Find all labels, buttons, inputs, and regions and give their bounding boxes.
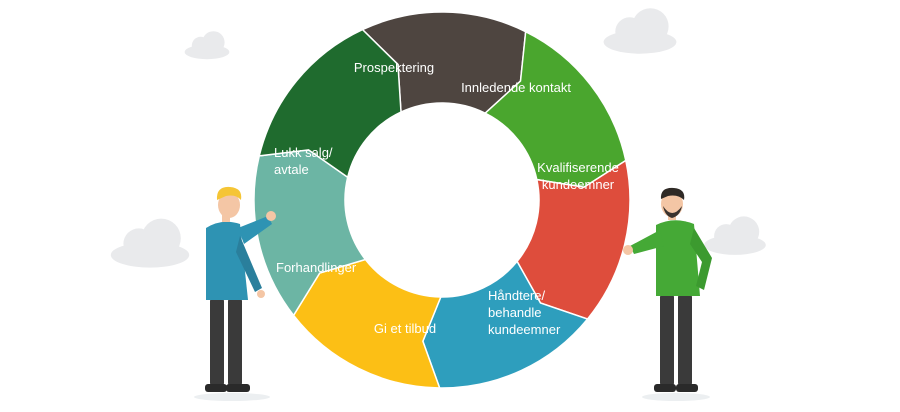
- cloud-top-right: [603, 8, 677, 54]
- background-clouds: [110, 8, 766, 268]
- person-left: [194, 186, 276, 401]
- segment-label-line: avtale: [274, 162, 309, 177]
- segment-label-line: Gi et tilbud: [374, 321, 436, 336]
- segment-label-line: Forhandlinger: [276, 260, 357, 275]
- segment-label-3: Kvalifiserende kundeemner: [537, 160, 619, 192]
- cloud-top-left: [184, 31, 230, 60]
- segment-label-5: Gi et tilbud: [374, 321, 436, 336]
- segment-label-6: Forhandlinger: [276, 260, 357, 275]
- segment-label-1: Prospektering: [354, 60, 434, 75]
- sales-cycle-ring: [253, 11, 631, 389]
- segment-label-line: behandle: [488, 305, 542, 320]
- person-right: [623, 187, 712, 401]
- cloud-bottom-left: [110, 218, 190, 268]
- segment-label-line: kundeemner: [542, 177, 615, 192]
- segment-label-4: Håndtere/behandle kundeemner: [488, 288, 561, 337]
- cloud-bottom-right: [704, 216, 766, 255]
- segment-label-line: Lukk salg/: [274, 145, 333, 160]
- segment-label-line: Kvalifiserende: [537, 160, 619, 175]
- segment-label-line: kundeemner: [488, 322, 561, 337]
- segment-label-2: Innledende kontakt: [461, 80, 571, 95]
- segment-label-line: Håndtere/: [488, 288, 545, 303]
- segment-label-7: Lukk salg/avtale: [274, 145, 333, 177]
- segment-label-line: Prospektering: [354, 60, 434, 75]
- segment-label-line: Innledende kontakt: [461, 80, 571, 95]
- ring-center: [345, 103, 539, 297]
